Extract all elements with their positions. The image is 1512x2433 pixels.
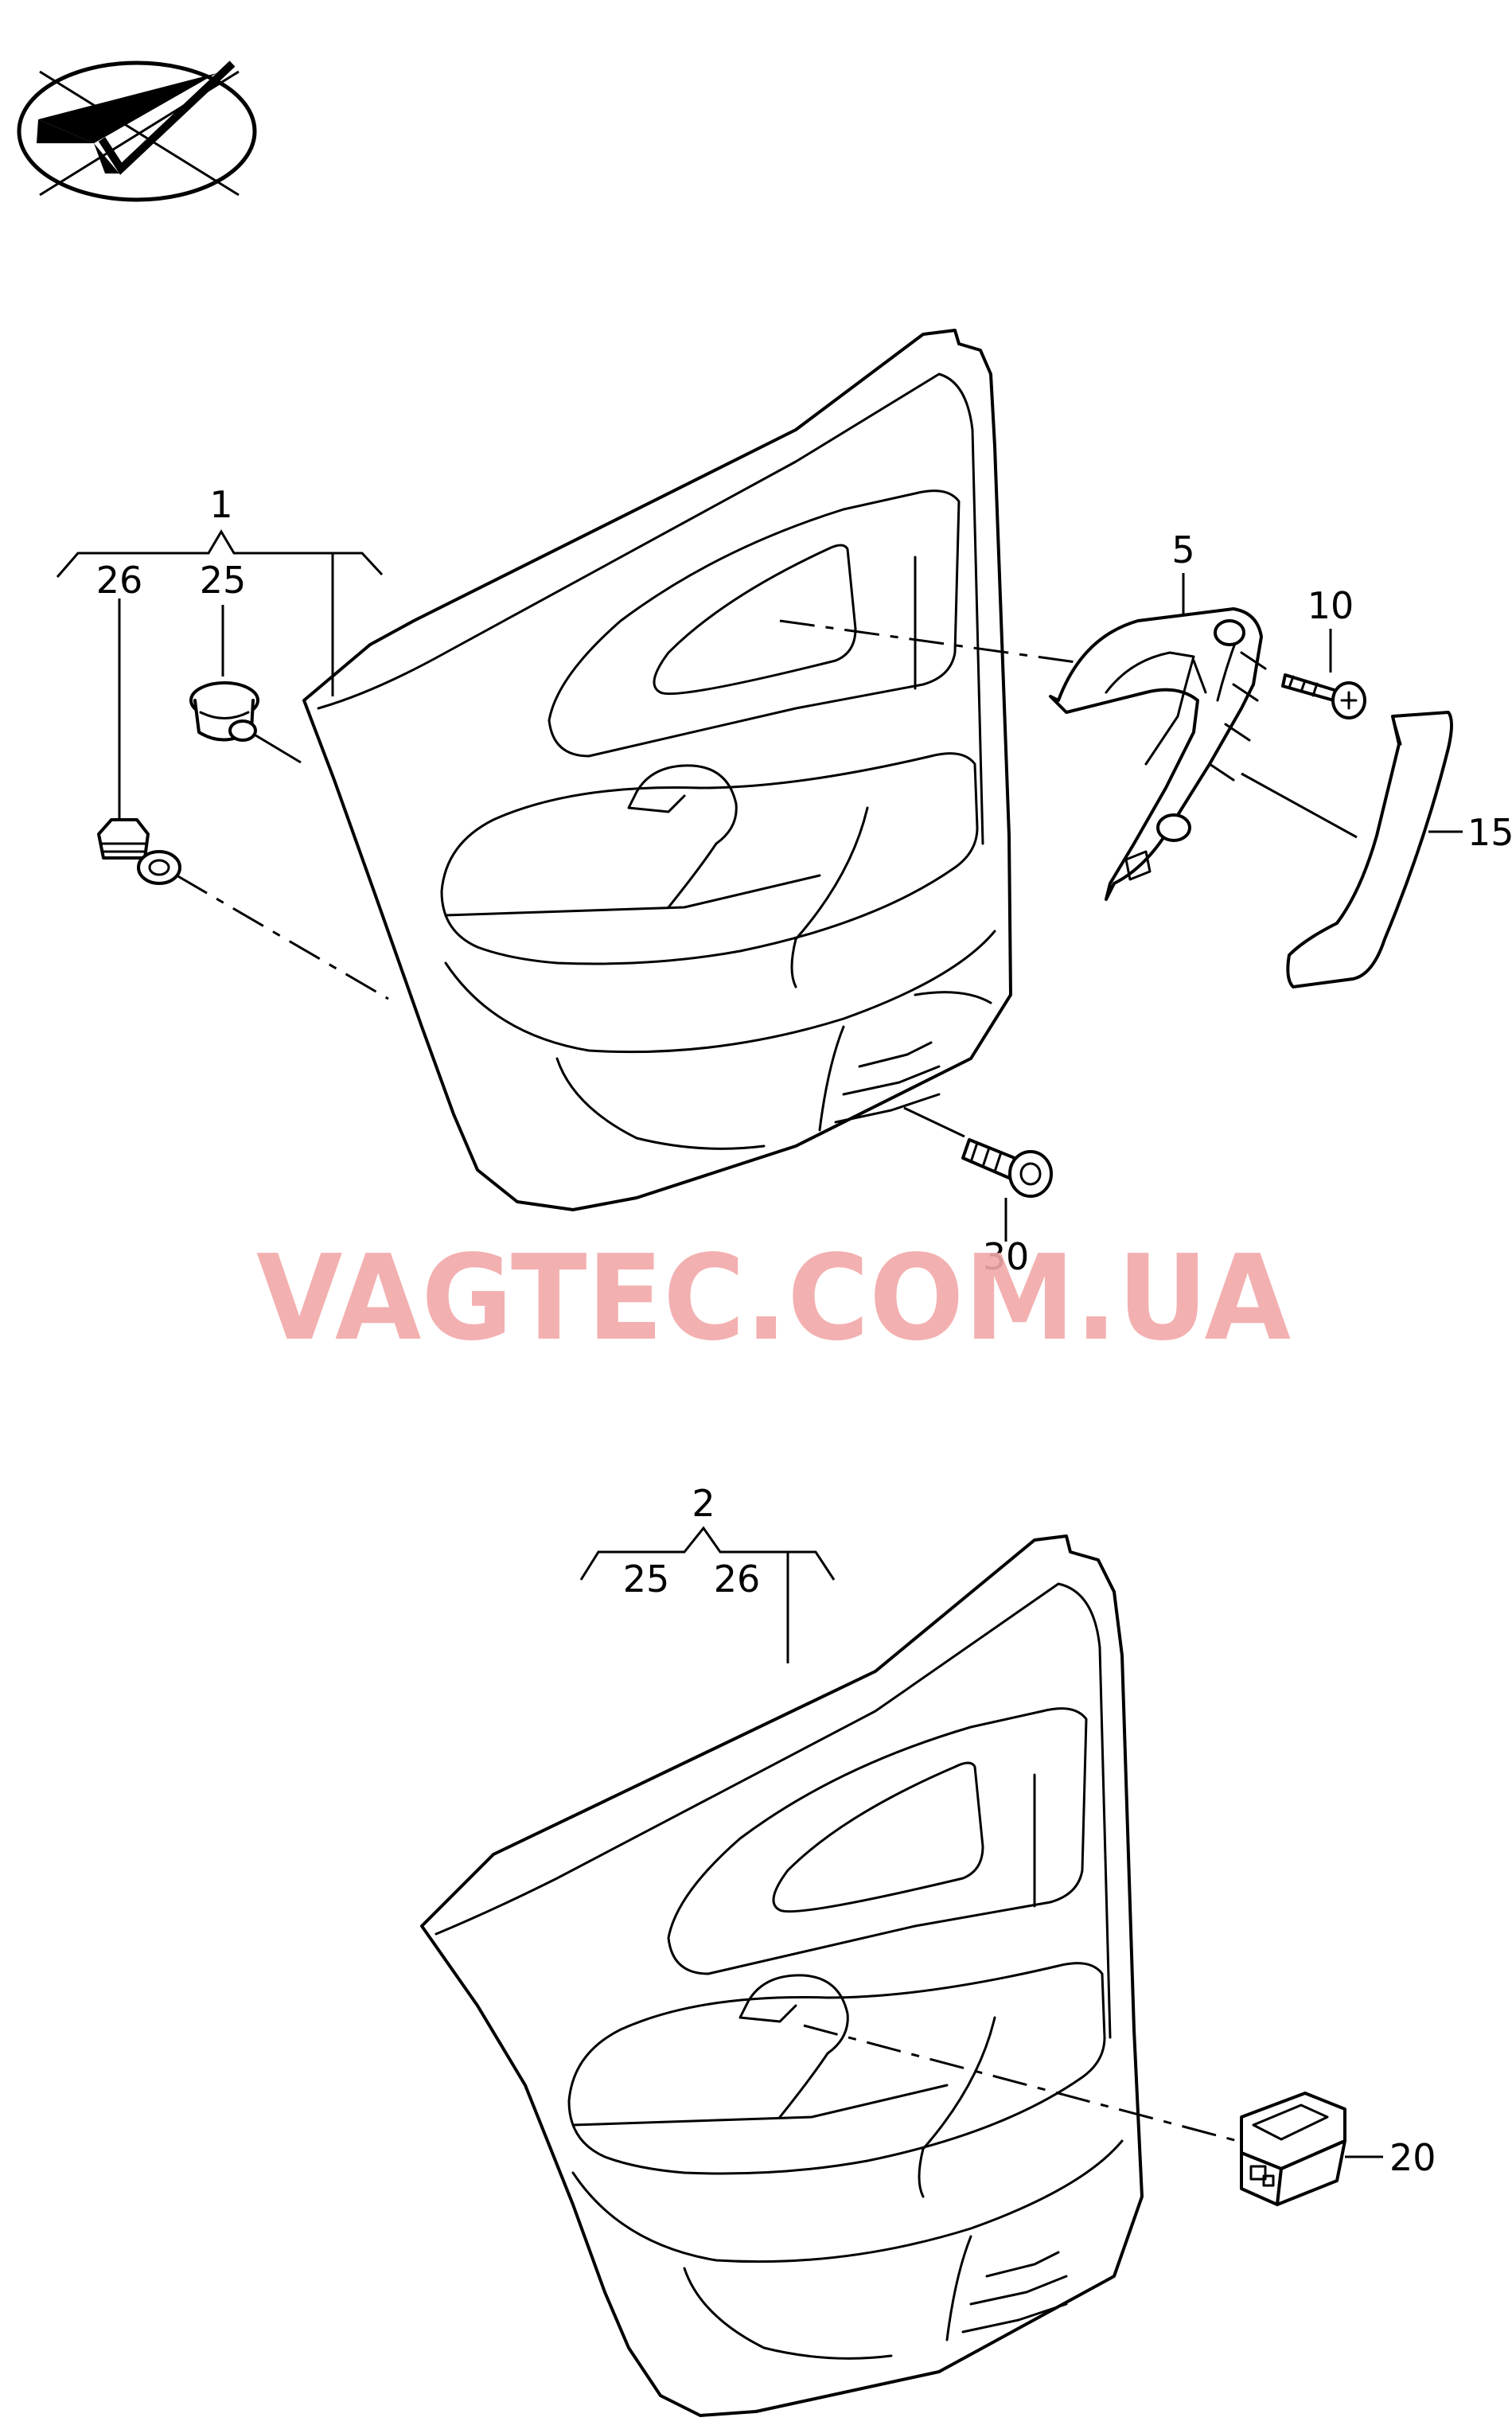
callout-15: 15	[1467, 811, 1512, 854]
screw-10	[1281, 673, 1366, 719]
callout-25-lower: 25	[623, 1558, 670, 1601]
screw-30	[961, 1138, 1053, 1198]
door-trim-panel-front	[302, 329, 1012, 1211]
clip-25-upper	[189, 681, 259, 742]
callout-1: 1	[209, 483, 232, 526]
callout-26-upper: 26	[96, 559, 143, 602]
callout-20: 20	[1389, 2136, 1436, 2179]
callout-25-upper: 25	[200, 559, 247, 602]
leader-lines	[56, 529, 1463, 2158]
callout-10: 10	[1307, 584, 1354, 627]
callout-5: 5	[1171, 528, 1194, 571]
trim-strip-15	[1286, 711, 1453, 988]
door-trim-panel-rear	[420, 1534, 1144, 2417]
callout-26-lower: 26	[714, 1558, 761, 1601]
callout-30: 30	[983, 1235, 1030, 1278]
callout-2: 2	[692, 1482, 715, 1525]
window-switch-20	[1240, 2092, 1346, 2206]
watermark-text: VAGTEC.COM.UA	[256, 1230, 1291, 1367]
clip-26-upper	[97, 818, 181, 885]
door-handle-bezel	[1049, 607, 1267, 901]
catalog-view-emblem-icon	[17, 60, 257, 202]
